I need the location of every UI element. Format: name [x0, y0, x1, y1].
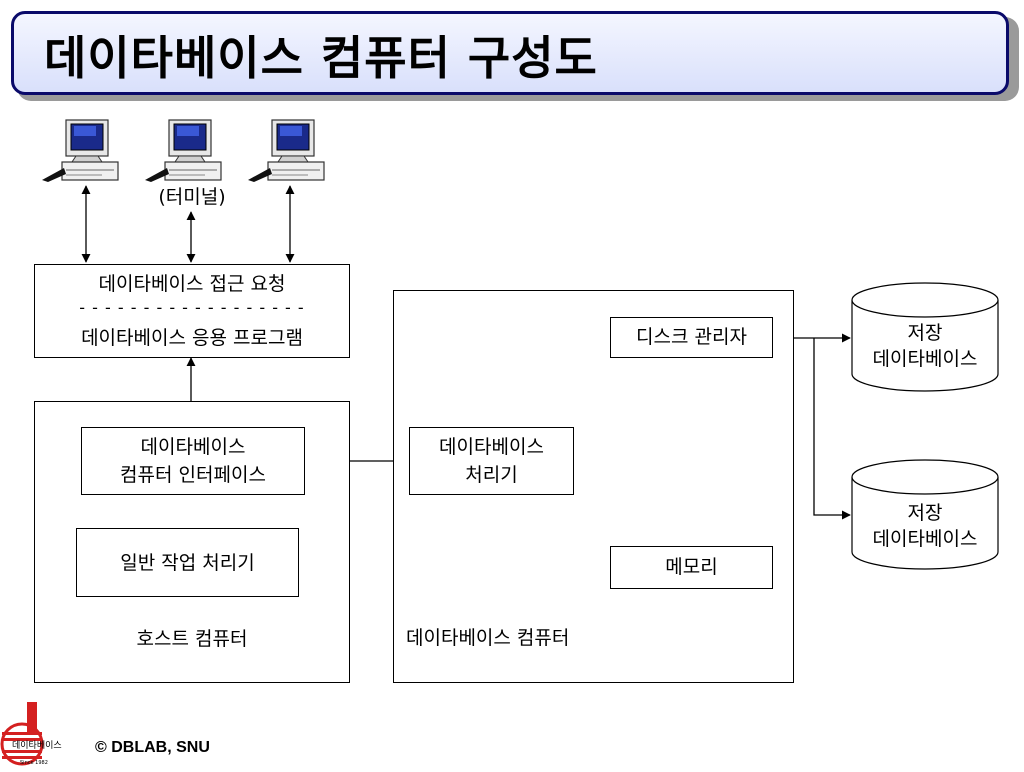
disk-manager-label: 디스크 관리자	[636, 326, 747, 348]
access-request-label: 데이타베이스 접근 요청	[98, 273, 286, 295]
memory-label: 메모리	[665, 556, 718, 578]
terminal-computer-icon-1	[42, 118, 128, 186]
terminal-label: (터미널)	[158, 186, 226, 208]
app-program-label: 데이타베이스 응용 프로그램	[81, 327, 303, 349]
copyright: © DBLAB, SNU	[95, 739, 210, 756]
storage-db-cylinder-1: 저장 데이타베이스	[851, 282, 999, 392]
storage-2-line2: 데이타베이스	[872, 528, 978, 550]
storage-1-line2: 데이타베이스	[872, 348, 978, 370]
page-title: 데이타베이스 컴퓨터 구성도	[44, 31, 598, 85]
processor-label-2: 처리기	[465, 464, 518, 486]
storage-1-line1: 저장	[907, 322, 943, 344]
terminal-computer-icon-3	[248, 118, 334, 186]
storage-2-line1: 저장	[907, 502, 943, 524]
db-processor-box: 데이타베이스 처리기	[409, 427, 574, 495]
memory-box: 메모리	[610, 546, 773, 589]
interface-label-2: 컴퓨터 인터페이스	[120, 464, 266, 486]
db-access-app-box: 데이타베이스 접근 요청 - - - - - - - - - - - - - -…	[34, 264, 350, 358]
disk-manager-box: 디스크 관리자	[610, 317, 773, 358]
processor-label-1: 데이타베이스	[439, 436, 544, 458]
access-divider: - - - - - - - - - - - - - - - - - -	[79, 298, 305, 317]
title-banner: 데이타베이스 컴퓨터 구성도	[11, 11, 1009, 95]
logo-sub: Since 1982	[20, 760, 48, 766]
logo-text: 데이타베이스	[12, 741, 62, 751]
interface-label-1: 데이타베이스	[140, 436, 246, 458]
db-computer-label: 데이타베이스 컴퓨터	[406, 627, 570, 649]
terminal-computer-icon-2	[145, 118, 231, 186]
disk-to-storage-2-line	[813, 338, 851, 520]
general-processor-box: 일반 작업 처리기	[76, 528, 299, 597]
host-computer-label: 호스트 컴퓨터	[136, 628, 248, 650]
general-processor-label: 일반 작업 처리기	[120, 552, 255, 574]
dblab-logo: 데이타베이스 Since 1982	[0, 700, 78, 768]
db-computer-interface-box: 데이타베이스 컴퓨터 인터페이스	[81, 427, 305, 495]
storage-db-cylinder-2: 저장 데이타베이스	[851, 459, 999, 571]
